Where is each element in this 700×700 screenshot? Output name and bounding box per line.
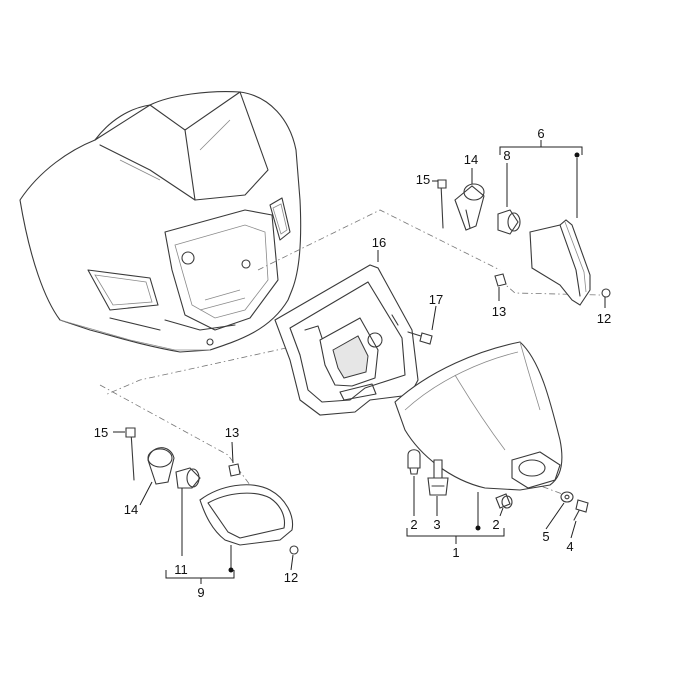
callout-5: 5: [542, 529, 549, 544]
scooter-rear-body: [19, 91, 302, 353]
callout-1: 1: [452, 545, 459, 560]
callout-14-left: 14: [124, 502, 138, 517]
callout-labels: 6 8 14 15 16 17 13 12 15 13 14 2 3 2 5 4…: [94, 126, 611, 600]
callout-13-left: 13: [225, 425, 239, 440]
tail-light-frame: [274, 264, 419, 416]
callout-3: 3: [433, 517, 440, 532]
callout-leaders: [113, 140, 606, 584]
callout-12-left: 12: [284, 570, 298, 585]
left-indicator-assembly: [125, 427, 299, 555]
callout-8: 8: [503, 148, 510, 163]
callout-4: 4: [566, 539, 573, 554]
callout-16: 16: [372, 235, 386, 250]
callout-17: 17: [429, 292, 443, 307]
callout-12-right: 12: [597, 311, 611, 326]
washer-and-screw: [560, 491, 589, 521]
callout-2-right: 2: [492, 517, 499, 532]
callout-15-right: 15: [416, 172, 430, 187]
screw-17: [407, 331, 433, 345]
bulbs-and-socket: [407, 449, 513, 509]
callout-6: 6: [537, 126, 544, 141]
callout-9: 9: [197, 585, 204, 600]
callout-15-left: 15: [94, 425, 108, 440]
right-indicator-assembly: [437, 179, 611, 306]
callout-11: 11: [174, 562, 188, 577]
right-lens-cover: [394, 341, 563, 491]
callout-2-left: 2: [410, 517, 417, 532]
callout-14-right: 14: [464, 152, 478, 167]
callout-13-right: 13: [492, 304, 506, 319]
